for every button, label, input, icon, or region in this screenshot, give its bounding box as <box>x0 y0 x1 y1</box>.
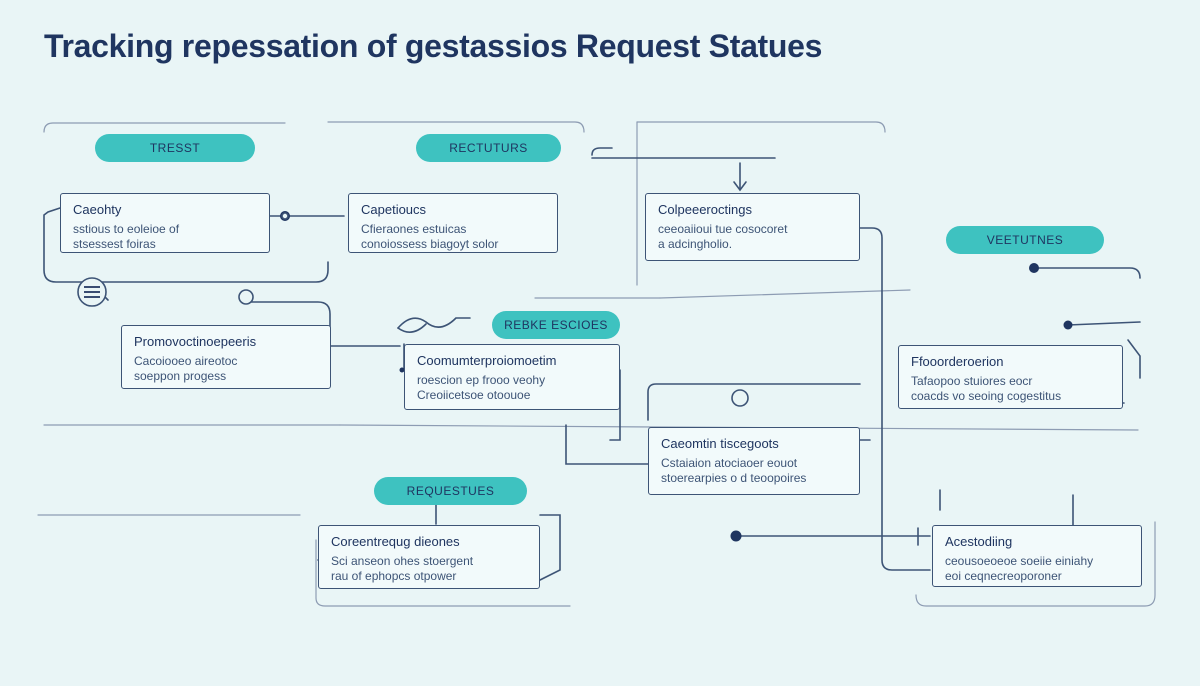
node-heading: Coomumterproiomoetim <box>417 353 557 368</box>
status-pill-rebke-escioes: REBKE ESCIOES <box>492 311 620 339</box>
process-node-3: Colpeeeroctings ceeoaiioui tue cosocoret… <box>645 193 860 261</box>
process-node-6: Ffooorderoerion Tafaopoo stuiores eocr c… <box>898 345 1123 409</box>
node-heading: Colpeeeroctings <box>658 202 752 217</box>
process-node-2: Capetioucs Cfieraones estuicas conoiosse… <box>348 193 558 253</box>
node-line: rau of ephopcs otpower <box>331 569 457 583</box>
diagram-title: Tracking repessation of gestassios Reque… <box>44 28 823 64</box>
node-line: stsessest foiras <box>73 237 156 251</box>
node-line: conoiossess biagoyt solor <box>361 237 499 251</box>
node-line: Cfieraones estuicas <box>361 222 467 236</box>
node-heading: Coreentrequg dieones <box>331 534 460 549</box>
node-line: Tafaopoo stuiores eocr <box>911 374 1033 388</box>
status-pill-rectuturs: RECTUTURS <box>416 134 561 162</box>
node-line: eoi ceqnecreoporoner <box>945 569 1062 583</box>
node-heading: Caeohty <box>73 202 122 217</box>
node-line: coacds vo seoing cogestitus <box>911 389 1062 403</box>
node-line: stoerearpies o d teoopoires <box>661 471 807 485</box>
node-heading: Promovoctinoepeeris <box>134 334 257 349</box>
node-line: Sci anseon ohes stoergent <box>331 554 474 568</box>
node-line: roescion ep frooo veohy <box>417 373 546 387</box>
node-line: Cstaiaion atociaoer eouot <box>661 456 798 470</box>
node-line: ceousoeoeoe soeiie einiahy <box>945 554 1094 568</box>
node-line: Creoiicetsoe otoouoe <box>417 388 531 402</box>
process-node-4: Promovoctinoepeeris Cacoiooeo aireotoc s… <box>121 325 331 389</box>
node-line: soeppon progess <box>134 369 227 383</box>
menu-circle-icon <box>77 277 107 307</box>
process-node-5: Coomumterproiomoetim roescion ep frooo v… <box>404 344 620 410</box>
node-heading: Caeomtin tiscegoots <box>661 436 779 451</box>
node-line: sstious to eoleioe of <box>73 222 180 236</box>
process-node-1: Caeohty sstious to eoleioe of stsessest … <box>60 193 270 253</box>
node-line: a adcingholio. <box>658 237 733 251</box>
process-node-9: Acestodiing ceousoeoeoe soeiie einiahy e… <box>932 525 1142 587</box>
status-pill-requestues: REQUESTUES <box>374 477 527 505</box>
node-line: ceeoaiioui tue cosocoret <box>658 222 788 236</box>
status-pill-veetutnes: VEETUTNES <box>946 226 1104 254</box>
process-node-8: Coreentrequg dieones Sci anseon ohes sto… <box>318 525 540 589</box>
node-heading: Ffooorderoerion <box>911 354 1004 369</box>
status-pill-tresst: TRESST <box>95 134 255 162</box>
process-node-7: Caeomtin tiscegoots Cstaiaion atociaoer … <box>648 427 860 495</box>
node-heading: Acestodiing <box>945 534 1013 549</box>
node-heading: Capetioucs <box>361 202 427 217</box>
node-line: Cacoiooeo aireotoc <box>134 354 238 368</box>
